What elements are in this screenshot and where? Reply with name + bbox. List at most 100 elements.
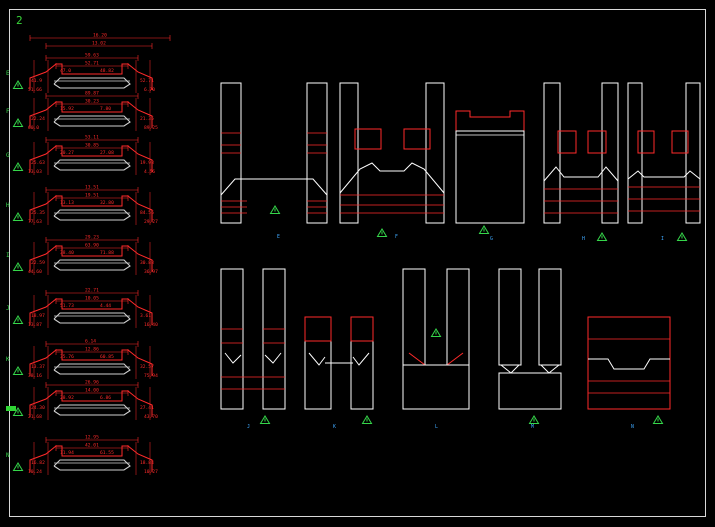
profile-5: [29, 242, 153, 275]
section-view-I: [627, 82, 701, 224]
view-label-M: M: [531, 424, 534, 430]
profile-outline-white: [53, 259, 131, 271]
warning-triangle-outline: [12, 315, 24, 324]
dimension-text: 47.0: [60, 68, 71, 74]
dimension-text: 44.60: [28, 269, 42, 275]
dimension-text: 43.70: [144, 414, 158, 420]
clip-left: [500, 364, 520, 374]
section-view-K: [304, 316, 374, 410]
dimension-text: 12.95: [85, 435, 99, 441]
row-label: I: [6, 252, 10, 259]
dimension-text: 29.27: [144, 219, 158, 225]
profile-outline-white: [53, 312, 131, 324]
profile-white: [588, 358, 670, 370]
punch-profile: [627, 170, 701, 180]
profile-outline-red: [29, 245, 153, 272]
dimension-text: 22.24: [31, 116, 45, 122]
dimension-text: 18.84: [140, 460, 154, 466]
dimension-text: 22.59: [31, 260, 45, 266]
holder-left: [354, 128, 382, 150]
profile-outline-red: [29, 390, 153, 417]
section-view-M: [498, 268, 562, 410]
dimension-text: 16.82: [31, 460, 45, 466]
profile-4: [29, 192, 153, 225]
profile-outline-red: [29, 349, 153, 376]
profile-3: [29, 142, 153, 175]
dimension-text: 89.25: [144, 125, 158, 131]
block-right: [350, 316, 374, 410]
lower-block: [402, 364, 470, 410]
profile-outline-white: [53, 159, 131, 171]
dimension-text: 38.40: [60, 250, 74, 256]
warning-triangle-icon: [528, 415, 540, 424]
warning-triangle-outline: [259, 415, 271, 424]
row-label: E: [6, 70, 10, 77]
profile-outline-white: [53, 209, 131, 221]
warning-triangle-icon: [12, 212, 24, 221]
upper-right: [262, 268, 286, 410]
lower-die-profile: [339, 162, 445, 194]
dimension-text: 13.37: [31, 364, 45, 370]
section-view-F: [339, 82, 445, 224]
dimension-text: 89.87: [85, 91, 99, 97]
warning-triangle-outline: [12, 80, 24, 89]
holder-left: [557, 130, 577, 154]
profile-8: [29, 387, 153, 420]
section-view-E: [220, 82, 328, 224]
dimension-text: 14.00: [85, 388, 99, 394]
view-label-J: J: [247, 424, 250, 430]
warning-triangle-icon: [361, 415, 373, 424]
upper-left: [498, 268, 522, 366]
warning-triangle-outline: [652, 415, 664, 424]
dimension-text: 6.14: [85, 339, 96, 345]
holder-right: [671, 130, 689, 154]
section-view-G: [455, 110, 525, 224]
dimension-overall: 22.71: [45, 288, 139, 296]
warning-triangle-outline: [430, 328, 442, 337]
dimension-text: 6.70: [144, 87, 155, 93]
warning-triangle-outline: [676, 232, 688, 241]
clip-red-left: [408, 352, 426, 366]
dimension-text: 13.51: [85, 185, 99, 191]
dimension-text: 28.92: [60, 395, 74, 401]
warning-triangle-icon: [12, 262, 24, 271]
view-label-N: N: [631, 424, 634, 430]
view-label-I: I: [661, 236, 664, 242]
dimension-inner: 30.23: [55, 99, 129, 107]
holder-left: [304, 316, 332, 342]
dimension-top-inner: 13.02: [45, 41, 153, 49]
dimension-inner: 63.90: [55, 243, 129, 251]
dimension-text: 19.98: [140, 160, 154, 166]
dimension-text: 13.02: [92, 41, 106, 47]
row-label: N: [6, 452, 10, 459]
dimension-text: 51.73: [60, 303, 74, 309]
dimension-text: 13.13: [60, 200, 74, 206]
view-label-K: K: [333, 424, 336, 430]
dimension-text: 19.51: [85, 193, 99, 199]
warning-triangle-outline: [12, 407, 24, 416]
warning-triangle-icon: [12, 366, 24, 375]
dimension-text: 38.16: [28, 373, 42, 379]
die-body: [455, 130, 525, 224]
dimension-text: 3.61: [140, 313, 151, 319]
dimension-text: 27.08: [100, 150, 114, 156]
profile-7: [29, 346, 153, 379]
profile-outline-white: [53, 77, 131, 89]
dimension-text: 60.0: [28, 125, 39, 131]
warning-triangle-icon: [652, 415, 664, 424]
dimension-text: 84.56: [140, 210, 154, 216]
dimension-text: 36.97: [144, 269, 158, 275]
profile-outline-red: [29, 298, 153, 325]
row-label: J: [6, 305, 10, 312]
dimension-text: 21.68: [28, 414, 42, 420]
die-profile-red: [455, 110, 525, 131]
dimension-text: 25.63: [31, 160, 45, 166]
dimension-text: 42.01: [85, 443, 99, 449]
sheet-number: 2: [16, 14, 23, 27]
tool-body-red: [587, 316, 671, 410]
warning-triangle-icon: [259, 415, 271, 424]
upper-right: [425, 82, 445, 224]
profile-6: [29, 295, 153, 328]
